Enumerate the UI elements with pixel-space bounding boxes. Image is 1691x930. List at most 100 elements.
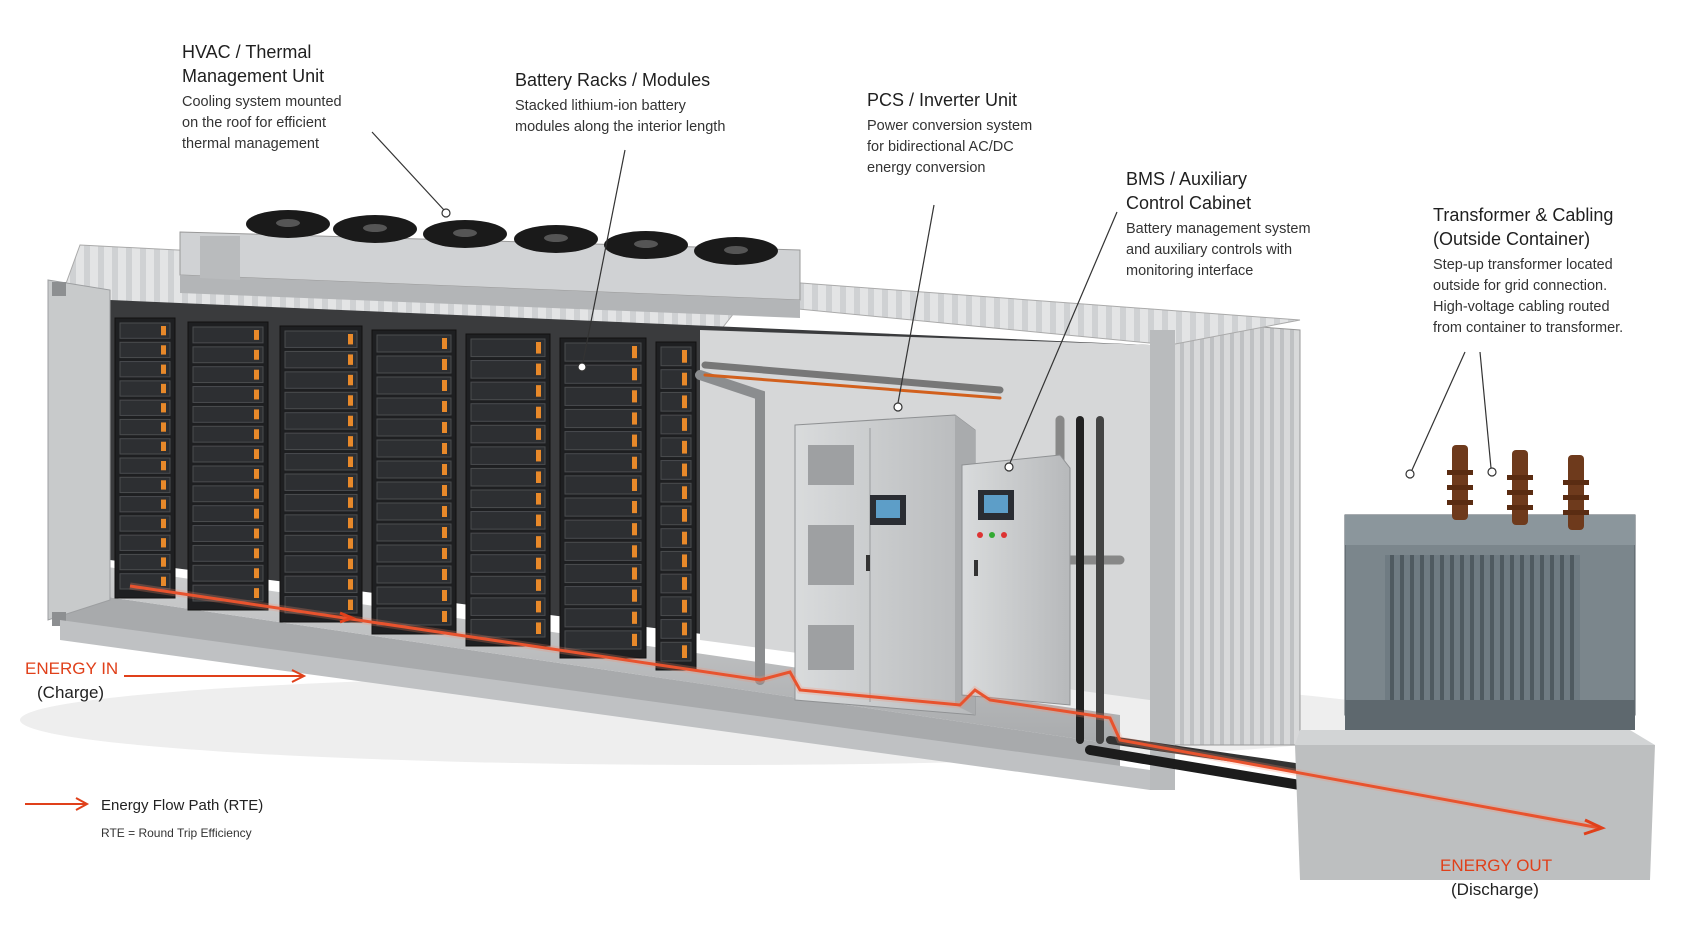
callout-racks: Battery Racks / Modules Stacked lithium-… <box>515 68 815 138</box>
battery-module <box>564 519 642 539</box>
module-terminal <box>682 486 687 499</box>
battery-module <box>376 481 452 500</box>
module-terminal <box>161 383 166 394</box>
battery-module <box>284 534 358 553</box>
module-terminal <box>348 456 353 467</box>
module-terminal <box>682 509 687 522</box>
module-terminal <box>254 528 259 539</box>
module-terminal <box>442 506 447 517</box>
battery-module <box>192 326 264 344</box>
pcs-cabinet <box>794 414 976 716</box>
module-terminal <box>161 461 166 471</box>
battery-module <box>284 432 358 451</box>
module-terminal <box>632 368 637 381</box>
module-terminal <box>161 403 166 413</box>
transformer <box>1295 445 1655 880</box>
module-terminal <box>254 469 259 479</box>
battery-module <box>470 554 546 573</box>
module-terminal <box>632 589 637 602</box>
battery-module <box>284 493 358 512</box>
bms-cabinet <box>961 454 1071 706</box>
battery-module <box>376 418 452 437</box>
module-terminal <box>682 554 687 568</box>
battery-module <box>470 618 546 638</box>
callout-transformer-title: Transformer & Cabling (Outside Container… <box>1433 205 1614 249</box>
battery-module <box>119 496 171 513</box>
module-terminal <box>348 477 353 488</box>
callout-pcs: PCS / Inverter Unit Power conversion sys… <box>867 88 1107 179</box>
module-terminal <box>348 599 353 610</box>
module-terminal <box>682 418 687 431</box>
module-terminal <box>161 345 166 355</box>
battery-module <box>564 497 642 517</box>
module-terminal <box>682 395 687 409</box>
battery-module <box>376 607 452 626</box>
battery-module <box>192 544 264 562</box>
module-terminal <box>161 557 166 567</box>
module-terminal <box>682 350 687 363</box>
energy-flow-path <box>129 582 1607 836</box>
module-terminal <box>682 577 687 590</box>
module-terminal <box>348 415 353 427</box>
battery-module <box>119 438 171 455</box>
battery-module <box>564 608 642 628</box>
module-terminal <box>536 579 541 591</box>
module-terminal <box>254 568 259 579</box>
callout-racks-desc: Stacked lithium-ion battery modules alon… <box>515 98 726 135</box>
leader-lines <box>371 131 1497 479</box>
module-terminal <box>161 326 166 336</box>
battery-module <box>564 364 642 384</box>
module-terminal <box>442 527 447 538</box>
battery-module <box>192 425 264 443</box>
battery-module <box>376 544 452 563</box>
module-terminal <box>254 488 259 499</box>
module-terminal <box>254 588 259 598</box>
module-terminal <box>632 456 637 469</box>
battery-module <box>376 523 452 542</box>
module-terminal <box>254 548 259 559</box>
module-terminal <box>161 538 166 548</box>
module-terminal <box>442 422 447 433</box>
battery-module <box>192 465 264 483</box>
battery-module <box>470 489 546 509</box>
module-terminal <box>161 422 166 432</box>
battery-module <box>376 439 452 458</box>
module-terminal <box>632 478 637 491</box>
battery-module <box>119 380 171 397</box>
module-terminal <box>348 334 353 345</box>
callout-hvac-desc: Cooling system mounted on the roof for e… <box>182 94 342 152</box>
energy-out-sub: (Discharge) <box>1451 880 1539 899</box>
module-terminal <box>536 385 541 397</box>
module-terminal <box>161 441 166 451</box>
module-terminal <box>348 517 353 529</box>
callout-bms: BMS / Auxiliary Control Cabinet Battery … <box>1126 167 1366 282</box>
module-terminal <box>682 440 687 454</box>
callout-pcs-desc: Power conversion system for bidirectiona… <box>867 118 1033 176</box>
battery-module <box>284 473 358 491</box>
battery-module <box>470 467 546 487</box>
energy-out-label: ENERGY OUT (Discharge) <box>1440 854 1552 902</box>
arrow-right-icon <box>25 797 90 811</box>
module-terminal <box>632 567 637 580</box>
battery-module <box>470 381 546 401</box>
module-terminal <box>348 579 353 590</box>
module-terminal <box>442 569 447 580</box>
energy-in-label: ENERGY IN (Charge) <box>25 657 118 705</box>
battery-module <box>192 405 264 423</box>
energy-in-arrow <box>124 669 307 683</box>
battery-module <box>119 418 171 436</box>
module-terminal <box>348 558 353 570</box>
container-end-doors <box>1169 319 1301 746</box>
callout-racks-title: Battery Racks / Modules <box>515 70 711 90</box>
module-terminal <box>632 611 637 624</box>
module-terminal <box>442 338 447 349</box>
battery-module <box>119 534 171 551</box>
battery-module <box>564 630 642 650</box>
battery-module <box>284 350 358 369</box>
battery-module <box>119 553 171 571</box>
module-terminal <box>536 493 541 505</box>
module-terminal <box>536 471 541 483</box>
module-terminal <box>536 363 541 376</box>
battery-module <box>192 445 264 463</box>
module-terminal <box>254 349 259 360</box>
